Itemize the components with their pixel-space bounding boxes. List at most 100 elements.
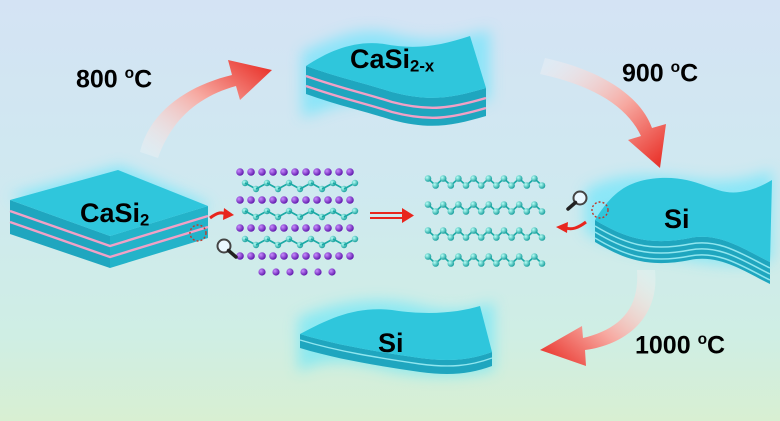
calcium-atom bbox=[247, 252, 255, 260]
calcium-atom bbox=[291, 196, 299, 204]
calcium-atom bbox=[335, 168, 343, 176]
calcium-atom bbox=[269, 168, 277, 176]
silicon-atom bbox=[531, 227, 538, 234]
silicene-atomic-structure bbox=[424, 175, 546, 267]
silicon-atom bbox=[485, 227, 493, 234]
silicon-atom bbox=[515, 201, 523, 208]
silicon-atom bbox=[500, 201, 508, 208]
calcium-atom bbox=[302, 252, 310, 260]
silicon-atom bbox=[462, 234, 470, 241]
calcium-atom bbox=[335, 252, 343, 260]
silicon-atom bbox=[447, 182, 455, 189]
silicon-atom bbox=[477, 182, 485, 189]
calcium-atom bbox=[247, 224, 255, 232]
silicon-atom bbox=[447, 260, 455, 267]
magnifier-icon bbox=[216, 238, 238, 259]
silicon-atom bbox=[485, 201, 493, 208]
silicon-atom bbox=[493, 260, 500, 267]
casi2-atomic-structure bbox=[236, 168, 359, 276]
calcium-atom bbox=[236, 168, 244, 176]
casi2-slab bbox=[9, 166, 212, 268]
silicon-atom bbox=[455, 201, 462, 208]
calcium-atom bbox=[302, 196, 310, 204]
si-bottom-slab bbox=[298, 300, 494, 376]
silicon-atom bbox=[538, 234, 546, 241]
silicon-atom bbox=[470, 253, 477, 260]
silicon-atom bbox=[439, 175, 447, 182]
silicon-atom bbox=[424, 175, 432, 182]
silicon-atom bbox=[523, 260, 531, 267]
arrow-1000c bbox=[540, 270, 656, 366]
silicon-atom bbox=[470, 175, 477, 182]
silicon-atom bbox=[424, 253, 432, 260]
silicon-atom bbox=[351, 235, 359, 243]
silicon-atom bbox=[462, 208, 470, 215]
calcium-atom bbox=[280, 252, 288, 260]
calcium-atom bbox=[324, 224, 332, 232]
silicon-atom bbox=[432, 260, 439, 267]
calcium-atom bbox=[272, 268, 280, 276]
silicon-atom bbox=[523, 182, 531, 189]
silicon-atom bbox=[351, 179, 359, 187]
silicon-atom bbox=[531, 201, 538, 208]
silicon-atom bbox=[439, 227, 447, 234]
calcium-atom bbox=[328, 268, 336, 276]
calcium-atom bbox=[258, 168, 266, 176]
calcium-atom bbox=[269, 224, 277, 232]
silicon-atom bbox=[470, 201, 477, 208]
calcium-atom bbox=[346, 252, 354, 260]
si-right-label: Si bbox=[664, 204, 690, 234]
si-right-slab bbox=[585, 170, 772, 284]
calcium-atom bbox=[335, 224, 343, 232]
silicon-atom bbox=[470, 227, 477, 234]
silicon-atom bbox=[455, 175, 462, 182]
temperature-label-900: 900 oC bbox=[622, 59, 699, 88]
calcium-atom bbox=[269, 196, 277, 204]
silicon-atom bbox=[477, 208, 485, 215]
calcium-atom bbox=[324, 252, 332, 260]
silicon-atom bbox=[455, 253, 462, 260]
small-red-arrow-icon bbox=[556, 220, 587, 233]
calcium-atom bbox=[346, 196, 354, 204]
calcium-atom bbox=[313, 224, 321, 232]
silicon-atom bbox=[531, 175, 538, 182]
silicon-atom bbox=[439, 253, 447, 260]
silicon-atom bbox=[523, 234, 531, 241]
calcium-atom bbox=[302, 168, 310, 176]
casi2-label: CaSi2 bbox=[80, 198, 150, 230]
arrow-800c bbox=[140, 60, 272, 158]
silicon-atom bbox=[462, 260, 470, 267]
silicon-atom bbox=[447, 234, 455, 241]
silicon-atom bbox=[508, 234, 515, 241]
silicon-atom bbox=[432, 182, 439, 189]
silicon-atom bbox=[538, 260, 546, 267]
silicon-atom bbox=[485, 175, 493, 182]
silicon-atom bbox=[500, 227, 508, 234]
calcium-atom bbox=[247, 168, 255, 176]
calcium-atom bbox=[236, 196, 244, 204]
calcium-atom bbox=[324, 196, 332, 204]
arrow-900c bbox=[540, 58, 666, 168]
silicon-atom bbox=[515, 227, 523, 234]
calcium-atom bbox=[258, 268, 266, 276]
silicon-atom bbox=[500, 253, 508, 260]
silicon-atom bbox=[485, 253, 493, 260]
silicon-atom bbox=[508, 182, 515, 189]
silicon-atom bbox=[538, 208, 546, 215]
calcium-atom bbox=[258, 196, 266, 204]
calcium-atom bbox=[247, 196, 255, 204]
calcium-atom bbox=[258, 224, 266, 232]
silicon-atom bbox=[432, 208, 439, 215]
silicon-atom bbox=[493, 234, 500, 241]
calcium-atom bbox=[313, 168, 321, 176]
casi2x-label: CaSi2-x bbox=[350, 44, 435, 76]
silicon-atom bbox=[500, 175, 508, 182]
calcium-atom bbox=[346, 224, 354, 232]
silicon-atom bbox=[455, 227, 462, 234]
silicon-atom bbox=[515, 253, 523, 260]
calcium-atom bbox=[346, 168, 354, 176]
silicon-atom bbox=[462, 182, 470, 189]
silicon-atom bbox=[515, 175, 523, 182]
